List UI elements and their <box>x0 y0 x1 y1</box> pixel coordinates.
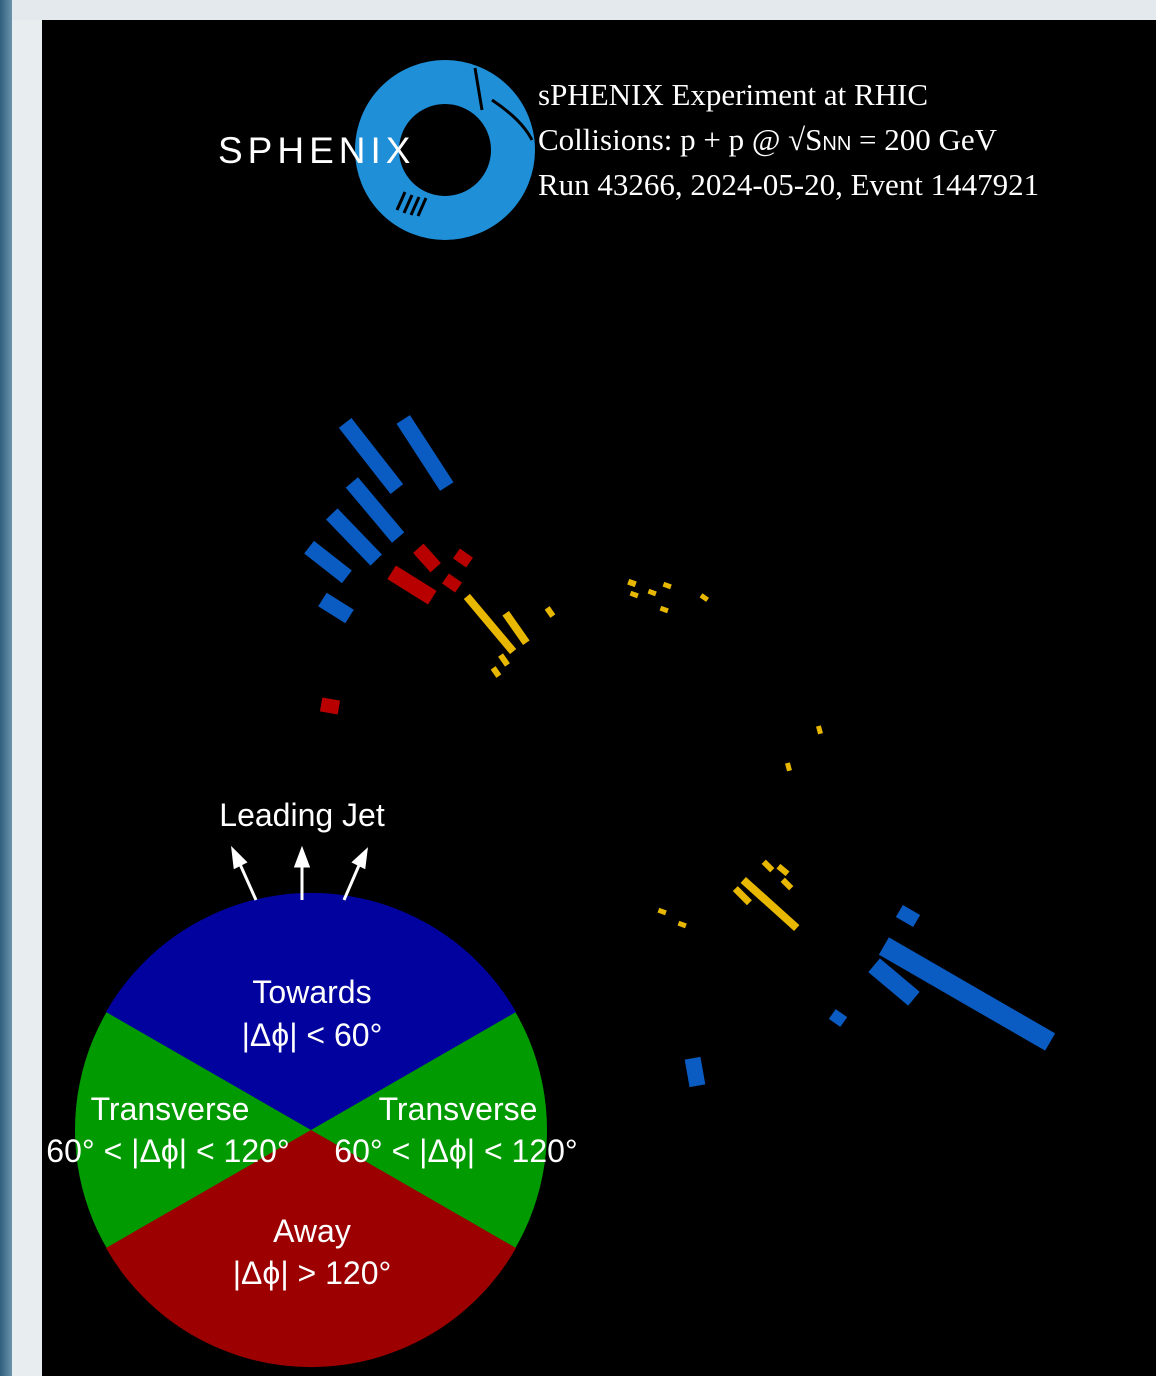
collision-subscript: NN <box>822 133 852 155</box>
towards-region <box>106 892 516 1130</box>
region-diagram <box>75 845 547 1368</box>
region-labels: Leading Jet Towards |Δϕ| < 60° Transvers… <box>46 797 577 1291</box>
leading-jet-label: Leading Jet <box>219 797 385 833</box>
towards-cut: |Δϕ| < 60° <box>242 1017 383 1053</box>
event-display-canvas: Leading Jet Towards |Δϕ| < 60° Transvers… <box>42 20 1156 1376</box>
towards-name: Towards <box>252 974 371 1010</box>
window-frame-margin <box>12 20 42 1376</box>
window-frame-top <box>12 0 1156 20</box>
leading-jet-arrows <box>231 845 368 901</box>
event-header: sPHENIX Experiment at RHIC Collisions: p… <box>538 72 1039 207</box>
sphenix-wordmark: SPHENIX <box>218 130 416 171</box>
collision-prefix: Collisions: p + p @ √S <box>538 122 823 157</box>
hcal-towers-upper <box>304 415 454 624</box>
away-region <box>106 1130 516 1368</box>
hcal-towers-lower <box>684 904 1056 1088</box>
run-info: Run 43266, 2024-05-20, Event 1447921 <box>538 167 1040 202</box>
away-name: Away <box>273 1213 351 1249</box>
experiment-title: sPHENIX Experiment at RHIC <box>538 77 929 112</box>
event-display-svg: Leading Jet Towards |Δϕ| < 60° Transvers… <box>46 60 1056 1368</box>
away-cut: |Δϕ| > 120° <box>233 1255 392 1291</box>
collision-info: Collisions: p + p @ √SNN = 200 GeV <box>538 117 1039 162</box>
transverse-right-name: Transverse <box>379 1091 538 1127</box>
collision-energy: = 200 GeV <box>851 122 998 157</box>
sphenix-logo-ring <box>355 60 535 240</box>
emcal-towers <box>319 543 473 715</box>
window-frame-left <box>0 0 12 1376</box>
track-hits <box>463 578 823 932</box>
transverse-right-cut: 60° < |Δϕ| < 120° <box>334 1133 577 1169</box>
transverse-left-cut: 60° < |Δϕ| < 120° <box>46 1133 289 1169</box>
transverse-left-name: Transverse <box>91 1091 250 1127</box>
